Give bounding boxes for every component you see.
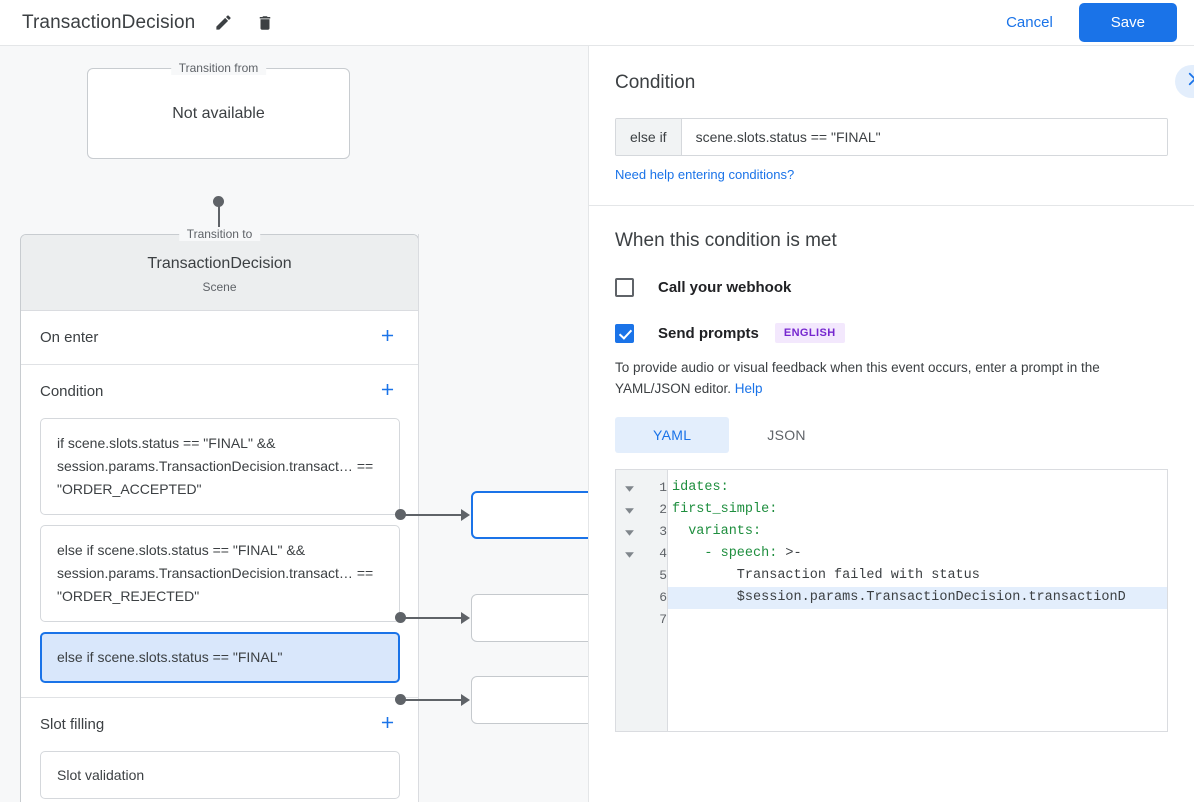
chevron-right-icon	[1183, 70, 1194, 93]
section-title: On enter	[40, 329, 99, 346]
line-number: 4	[659, 546, 667, 561]
section-on-enter-header: On enter	[21, 311, 418, 364]
help-link[interactable]: Help	[734, 381, 763, 396]
line-number: 2	[659, 502, 667, 517]
editor-line-numbers: 1 2 3 4 5 6 7	[642, 470, 668, 731]
caret-down-icon[interactable]	[616, 543, 642, 565]
canvas-guide-rule	[418, 234, 419, 802]
plus-icon	[378, 326, 397, 350]
plus-icon	[378, 380, 397, 404]
section-slot-filling-body: Slot validation	[21, 751, 418, 802]
pencil-icon	[214, 13, 233, 32]
code-line: variants:	[688, 524, 762, 539]
line-number: 5	[659, 568, 667, 583]
scene-header[interactable]: Transition to TransactionDecision Scene	[21, 227, 418, 311]
panel-heading: Condition	[615, 72, 696, 93]
slot-validation-item[interactable]: Slot validation	[40, 751, 400, 799]
section-condition-header: Condition	[21, 365, 418, 418]
section-title: Slot filling	[40, 716, 105, 733]
caret-down-icon[interactable]	[616, 477, 642, 499]
fold-spacer	[616, 565, 642, 587]
cancel-button[interactable]: Cancel	[990, 5, 1069, 40]
edge-arrow-icon-1	[461, 612, 470, 624]
target-box-0[interactable]	[471, 491, 588, 539]
prompts-description: To provide audio or visual feedback when…	[615, 357, 1168, 399]
collapse-panel-button[interactable]	[1175, 65, 1194, 98]
add-on-enter-button[interactable]	[374, 325, 400, 351]
code-line	[668, 609, 1167, 631]
details-panel: Condition else if Need help entering con…	[588, 46, 1194, 802]
code-line: idates:	[672, 480, 729, 495]
section-title: Condition	[40, 383, 104, 400]
transition-to-legend: Transition to	[178, 227, 261, 241]
save-button[interactable]: Save	[1078, 3, 1177, 42]
condition-item-1[interactable]: else if scene.slots.status == "FINAL" &&…	[40, 525, 400, 622]
editor-fold-column	[616, 470, 642, 731]
trash-icon	[256, 14, 274, 32]
condition-input-row: else if	[615, 118, 1168, 156]
fold-spacer	[616, 587, 642, 609]
flow-canvas[interactable]: Transition from Not available Transition…	[0, 46, 588, 802]
plus-icon	[378, 713, 397, 737]
section-condition-body: if scene.slots.status == "FINAL" && sess…	[21, 418, 418, 697]
editor-tabs: YAML JSON	[615, 417, 1168, 453]
caret-down-icon[interactable]	[616, 521, 642, 543]
tab-json[interactable]: JSON	[767, 427, 806, 443]
code-line: - speech: >-	[704, 546, 802, 561]
call-webhook-label: Call your webhook	[658, 279, 792, 296]
code-line: $session.params.TransactionDecision.tran…	[668, 587, 1167, 609]
add-condition-button[interactable]	[374, 379, 400, 405]
edge-line-1	[400, 617, 462, 619]
page-title: TransactionDecision	[22, 11, 196, 33]
condition-input[interactable]	[681, 119, 1167, 155]
condition-section: Condition else if Need help entering con…	[589, 46, 1194, 206]
condition-help-link[interactable]: Need help entering conditions?	[615, 167, 795, 182]
fold-spacer	[616, 609, 642, 631]
tab-yaml[interactable]: YAML	[615, 417, 730, 453]
top-bar: TransactionDecision Cancel Save	[0, 0, 1194, 46]
line-number: 3	[659, 524, 667, 539]
edge-arrow-icon-2	[461, 694, 470, 706]
scene-name: TransactionDecision	[147, 255, 292, 272]
section-slot-filling: Slot filling Slot validation	[21, 698, 418, 802]
transition-from-legend: Transition from	[170, 61, 267, 75]
when-condition-met-section: When this condition is met Call your web…	[589, 206, 1194, 732]
send-prompts-row: Send prompts ENGLISH	[615, 323, 1168, 343]
target-box-1[interactable]	[471, 594, 588, 642]
code-line: first_simple:	[672, 502, 778, 517]
target-box-2[interactable]	[471, 676, 588, 724]
call-webhook-checkbox[interactable]	[615, 278, 634, 297]
language-badge: ENGLISH	[774, 323, 845, 343]
code-line: Transaction failed with status	[672, 568, 980, 583]
send-prompts-checkbox[interactable]	[615, 323, 634, 343]
when-heading: When this condition is met	[615, 230, 837, 251]
webhook-row: Call your webhook	[615, 278, 1168, 297]
editor-code-area[interactable]: idates: first_simple: variants: - speech:…	[668, 470, 1167, 731]
transition-from-box[interactable]: Transition from Not available	[87, 61, 350, 159]
condition-prefix: else if	[616, 119, 682, 155]
condition-item-2[interactable]: else if scene.slots.status == "FINAL"	[40, 632, 400, 683]
edit-name-button[interactable]	[209, 9, 237, 37]
section-slot-filling-header: Slot filling	[21, 698, 418, 751]
edge-line-0	[400, 514, 462, 516]
prompts-description-text: To provide audio or visual feedback when…	[615, 360, 1100, 396]
code-editor[interactable]: 1 2 3 4 5 6 7 idates: first_simple: variants: -…	[615, 469, 1168, 732]
caret-down-icon[interactable]	[616, 499, 642, 521]
edge-line-2	[400, 699, 462, 701]
condition-item-0[interactable]: if scene.slots.status == "FINAL" && sess…	[40, 418, 400, 515]
scene-card: Transition to TransactionDecision Scene …	[20, 227, 419, 802]
scene-type: Scene	[202, 280, 237, 294]
canvas-inner: Transition from Not available Transition…	[0, 46, 588, 802]
add-slot-filling-button[interactable]	[374, 712, 400, 738]
line-number: 7	[659, 612, 667, 627]
transition-from-value: Not available	[172, 104, 265, 122]
section-on-enter: On enter	[21, 311, 418, 365]
line-number: 6	[659, 590, 667, 605]
delete-button[interactable]	[251, 9, 279, 37]
send-prompts-label: Send prompts	[658, 324, 759, 342]
edge-arrow-icon-0	[461, 509, 470, 521]
line-number: 1	[659, 480, 667, 495]
section-condition: Condition if scene.slots.status == "FINA…	[21, 365, 418, 698]
